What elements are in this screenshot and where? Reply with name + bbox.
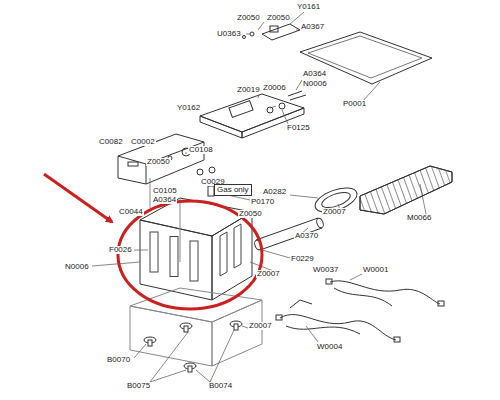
callout-number: C0108 <box>188 146 214 154</box>
callout-number: Z0050 <box>236 14 261 22</box>
callout-number: M0066 <box>406 214 432 222</box>
callout-number: Z0007 <box>256 270 281 278</box>
vent-slot <box>190 241 198 281</box>
callout-number: A0370 <box>294 232 319 240</box>
callout-number: B0070 <box>106 356 131 364</box>
callout-number: Z0050 <box>266 14 291 22</box>
vent-slot <box>220 232 227 276</box>
vent-slot <box>150 232 158 272</box>
callout-number: A0367 <box>300 23 325 31</box>
bracket <box>262 24 300 40</box>
callout-number: Z0050 <box>146 158 171 166</box>
callout-number: W0001 <box>362 266 389 274</box>
callout-number: N0006 <box>302 80 328 88</box>
highlight-arrow <box>44 174 112 222</box>
callout-number: C0105 <box>152 187 178 195</box>
callout-number: N0006 <box>64 263 90 271</box>
top-lid <box>300 32 432 84</box>
lint-filter <box>360 166 452 214</box>
callout-number: Z0006 <box>262 84 287 92</box>
callout-number: W0037 <box>312 266 339 274</box>
exhaust-duct <box>253 217 324 250</box>
note-label: Gas only <box>214 184 252 196</box>
callout-number: A0282 <box>262 188 287 196</box>
callout-number: Z0007 <box>322 208 347 216</box>
callout-number: C0044 <box>118 208 144 216</box>
vent-slot <box>170 237 178 277</box>
callout-number: F0026 <box>108 246 133 254</box>
vent-slot <box>234 224 241 268</box>
callout-number: F0125 <box>286 124 311 132</box>
callout-number: Z0050 <box>238 210 263 218</box>
highlight-circle <box>118 201 262 309</box>
callout-number: P0170 <box>250 198 275 206</box>
callout-number: B0075 <box>126 382 151 390</box>
callout-number: C0002 <box>130 138 156 146</box>
callout-number: Z0007 <box>248 322 273 330</box>
wire-harness <box>276 279 444 342</box>
callout-number: F0229 <box>290 255 315 263</box>
leader-line <box>92 12 426 382</box>
leveling-foot <box>144 321 242 372</box>
callout-number: A0364 <box>302 70 327 78</box>
callout-number: Y0161 <box>296 3 321 11</box>
front-console <box>118 134 204 184</box>
callout-number: W0004 <box>316 343 343 351</box>
callout-number: C0082 <box>98 138 124 146</box>
filter-housing <box>312 183 360 217</box>
callout-number: A0364 <box>152 196 177 204</box>
callout-number: B0074 <box>208 382 233 390</box>
callout-number: U0363 <box>216 30 242 38</box>
callout-number: Y0162 <box>176 104 201 112</box>
callout-number: P0001 <box>342 100 367 108</box>
callout-number: Z0019 <box>236 86 261 94</box>
